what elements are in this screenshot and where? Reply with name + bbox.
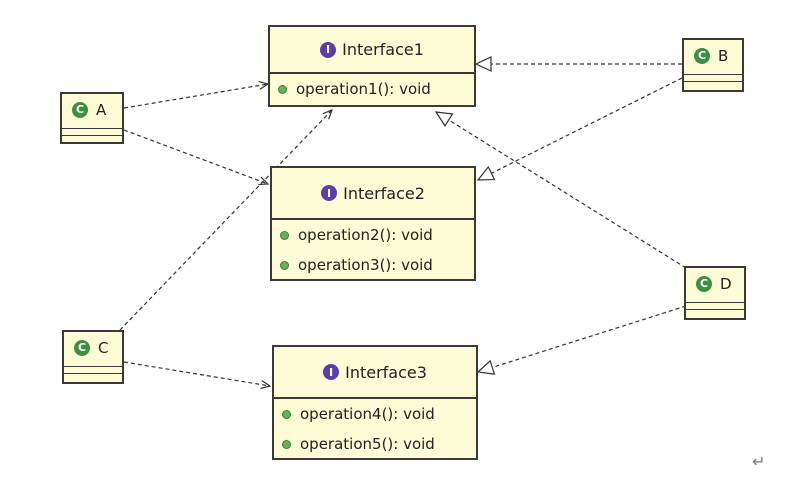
dependency-a-interface1 — [123, 84, 268, 109]
dependency-a-interface2 — [123, 129, 268, 184]
public-method-icon — [280, 260, 289, 270]
dependency-c-interface1 — [119, 110, 332, 331]
interface2-name: Interface2 — [343, 183, 425, 203]
interface-icon: I — [323, 364, 340, 380]
dependency-c-interface3 — [123, 361, 270, 386]
class-b-box[interactable]: C B — [682, 38, 744, 92]
class-c-box[interactable]: C C — [62, 330, 124, 384]
method-signature: operation4(): void — [300, 405, 435, 423]
method-signature: operation1(): void — [296, 80, 431, 98]
class-icon: C — [74, 339, 90, 356]
divider — [64, 366, 122, 367]
interface2-header: I Interface2 — [272, 168, 474, 220]
class-icon: C — [696, 275, 712, 292]
class-a-box[interactable]: C A — [60, 92, 124, 144]
public-method-icon — [282, 409, 291, 419]
realization-d-interface3 — [476, 305, 687, 375]
method-signature: operation2(): void — [298, 226, 433, 244]
realization-b-interface2 — [476, 77, 683, 181]
divider — [684, 74, 742, 75]
interface1-name: Interface1 — [342, 40, 424, 59]
public-method-icon — [278, 84, 287, 94]
method-row: operation5(): void — [274, 429, 476, 459]
divider — [684, 81, 742, 82]
class-icon: C — [72, 101, 88, 118]
method-row: operation3(): void — [272, 250, 474, 280]
interface1-header: I Interface1 — [270, 27, 474, 74]
interface3-name: Interface3 — [345, 362, 427, 382]
interface-icon: I — [321, 185, 338, 201]
class-d-header: C D — [686, 268, 744, 299]
divider — [62, 128, 122, 129]
class-d-box[interactable]: C D — [684, 266, 746, 320]
public-method-icon — [280, 230, 289, 240]
class-d-name: D — [720, 274, 732, 293]
method-signature: operation3(): void — [298, 256, 433, 274]
divider — [62, 135, 122, 136]
interface3-header: I Interface3 — [274, 347, 476, 399]
realization-d-interface1 — [434, 111, 687, 269]
return-symbol: ↵ — [752, 452, 766, 471]
divider — [64, 373, 122, 374]
class-c-header: C C — [64, 332, 122, 363]
method-row: operation4(): void — [274, 399, 476, 429]
public-method-icon — [282, 439, 291, 449]
class-c-name: C — [98, 338, 109, 357]
class-icon: C — [694, 47, 710, 64]
class-a-header: C A — [62, 94, 122, 125]
interface3-box[interactable]: I Interface3 operation4(): void operatio… — [272, 345, 478, 460]
class-a-name: A — [96, 100, 107, 119]
class-b-name: B — [718, 46, 729, 65]
interface1-box[interactable]: I Interface1 operation1(): void — [268, 25, 476, 107]
class-b-header: C B — [684, 40, 742, 71]
divider — [686, 309, 744, 310]
interface-icon: I — [320, 41, 337, 58]
method-row: operation1(): void — [270, 74, 474, 104]
method-row: operation2(): void — [272, 220, 474, 250]
method-signature: operation5(): void — [300, 435, 435, 453]
divider — [686, 302, 744, 303]
interface2-box[interactable]: I Interface2 operation2(): void operatio… — [270, 166, 476, 281]
